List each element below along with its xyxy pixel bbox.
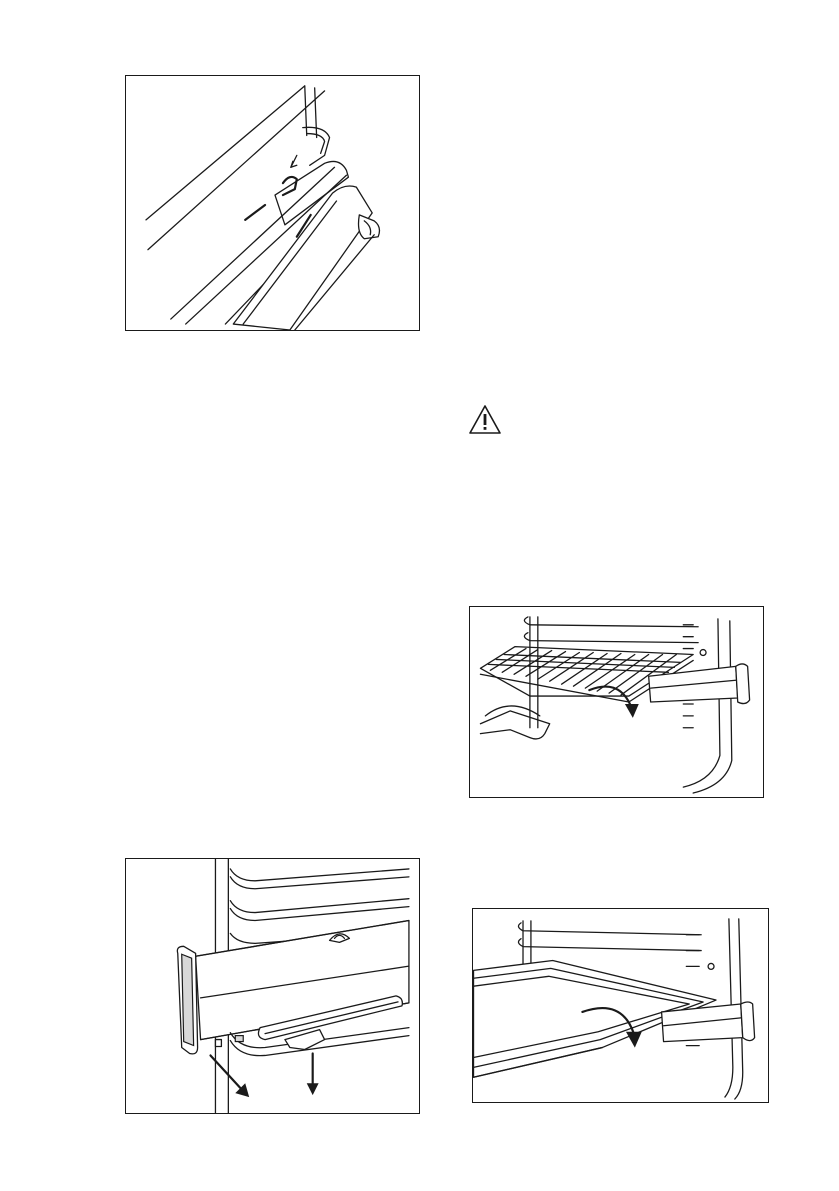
door-hinge-illustration <box>126 76 419 330</box>
telescopic-runner-illustration <box>126 859 419 1113</box>
figure-wire-shelf <box>469 606 764 798</box>
warning-triangle-icon <box>468 404 502 436</box>
figure-telescopic-runner <box>125 858 420 1114</box>
figure-door-hinge <box>125 75 420 331</box>
wire-shelf-illustration <box>470 607 763 797</box>
figure-deep-pan <box>472 908 769 1103</box>
deep-pan-illustration <box>473 909 768 1102</box>
